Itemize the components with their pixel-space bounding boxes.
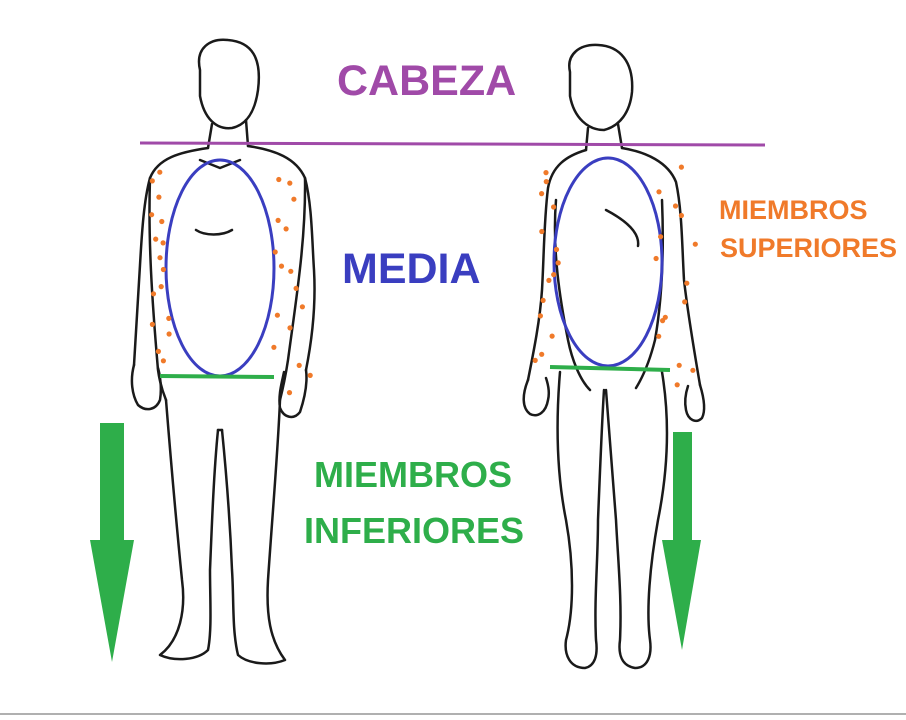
arm-dot (539, 351, 545, 357)
arm-dot (149, 321, 155, 327)
media-label: MEDIA (342, 245, 481, 293)
arm-dot (271, 344, 277, 350)
arm-dot (288, 268, 294, 274)
arm-dot (287, 180, 293, 186)
male-torso-ellipse (164, 158, 276, 378)
female-legs (556, 370, 606, 670)
arm-dot (684, 280, 690, 286)
arm-dot (540, 297, 546, 303)
arm-dot (551, 272, 557, 278)
arm-dot (149, 178, 155, 184)
arm-dot (532, 357, 538, 363)
arm-dot (678, 164, 685, 170)
arm-dot (166, 331, 172, 337)
arm-dot (278, 263, 285, 269)
bottom-divider (0, 713, 906, 715)
male-legs (158, 398, 220, 661)
arm-dot (274, 312, 280, 318)
miembros-superiores-label-line1: MIEMBROS (719, 195, 868, 225)
cabeza-label: CABEZA (337, 57, 517, 105)
arm-dot (539, 228, 545, 235)
arm-dot (676, 362, 682, 368)
arm-dot (539, 191, 545, 197)
arm-dot (283, 226, 289, 232)
male-torso (132, 146, 210, 367)
arm-dot (543, 170, 549, 176)
female-hip-line (549, 365, 671, 372)
arm-dot (276, 176, 282, 183)
female-torso (526, 148, 588, 382)
arm-dot (692, 241, 698, 247)
arm-dot (275, 217, 281, 223)
male-head (197, 38, 261, 130)
arm-dot (658, 234, 664, 240)
arm-dot (546, 277, 552, 283)
male-down-arrow-icon (90, 423, 134, 662)
miembros-inferiores-label-line1: MIEMBROS (314, 454, 512, 495)
male-figure (130, 38, 316, 665)
arm-dot (155, 348, 161, 354)
arm-dot (660, 318, 666, 324)
arm-dot (656, 333, 662, 339)
arm-dot (690, 367, 696, 373)
arm-dot (166, 315, 172, 321)
arm-dot (656, 189, 662, 195)
arm-dot (296, 362, 302, 368)
arm-dot (153, 236, 159, 242)
arm-dot (672, 203, 679, 209)
upper-limb-dots (149, 164, 698, 396)
arm-dot (291, 196, 297, 202)
arm-dot (150, 291, 157, 297)
arm-dot (293, 285, 299, 291)
arm-dot (157, 255, 163, 261)
arm-dot (160, 266, 166, 273)
arm-dot (286, 390, 293, 396)
arm-dot (543, 179, 549, 185)
arm-dot (158, 284, 164, 290)
arm-dot (149, 212, 155, 218)
arm-dot (682, 299, 688, 305)
arm-dot (156, 194, 162, 200)
arm-dot (160, 240, 166, 246)
arm-dot (159, 218, 165, 225)
arm-dot (653, 255, 659, 262)
arm-dot (678, 212, 685, 219)
arm-dot (287, 325, 293, 331)
miembros-inferiores-label-line2: INFERIORES (304, 510, 525, 551)
female-down-arrow-icon (662, 432, 701, 650)
head-boundary-line (139, 141, 766, 147)
female-torso-ellipse (552, 156, 664, 368)
arm-dot (549, 333, 555, 339)
arm-dot (272, 249, 278, 255)
arm-dot (537, 313, 544, 319)
arm-dot (307, 372, 313, 378)
miembros-superiores-label-line2: SUPERIORES (720, 233, 898, 263)
arm-dot (160, 358, 166, 364)
arm-dot (553, 246, 560, 253)
male-hip-line (159, 374, 275, 379)
arm-dot (674, 382, 680, 388)
arm-dot (157, 169, 163, 175)
female-left-hand (522, 376, 551, 417)
arm-dot (555, 260, 561, 266)
female-head (568, 43, 634, 132)
arm-dot (551, 204, 557, 210)
male-left-hand (130, 363, 163, 411)
female-right-hand (683, 383, 706, 422)
arm-dot (299, 304, 305, 310)
male-right-hand (278, 368, 308, 419)
